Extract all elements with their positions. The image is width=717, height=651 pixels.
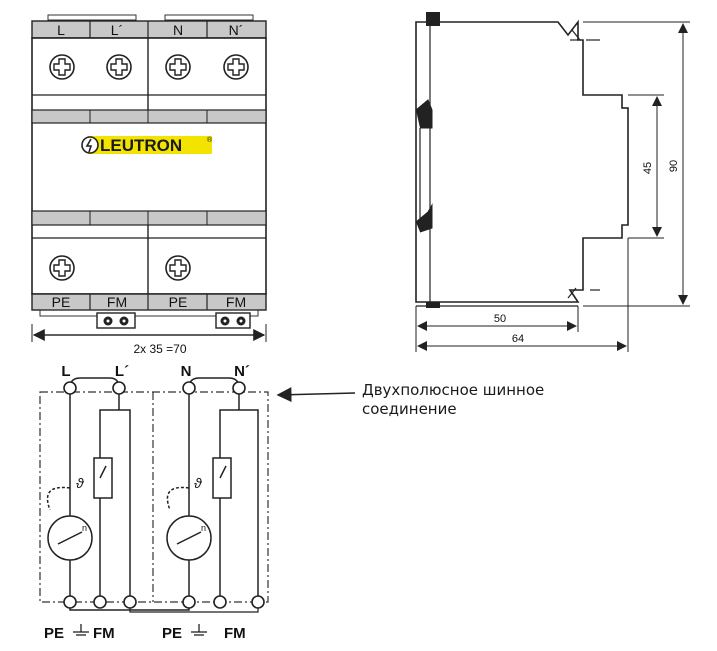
screw-icon — [165, 54, 191, 80]
schematic-label-L: L — [61, 363, 70, 380]
callout-line-2: соединение — [362, 400, 457, 418]
wiring-schematic: L L´ N N´ — [39, 363, 269, 642]
terminal-label-FM: FM — [107, 294, 127, 310]
terminal-label-L: L — [57, 22, 65, 38]
dimension-64-label: 64 — [512, 333, 524, 345]
brand-name: LEUTRON — [100, 136, 182, 155]
varistor-n-label: n — [82, 523, 87, 533]
terminal-label-PE: PE — [52, 294, 71, 310]
dimension-50-label: 50 — [494, 313, 506, 325]
screw-icon — [165, 255, 191, 281]
leutron-logo: LEUTRON ® — [81, 136, 213, 155]
theta-symbol: ϑ — [76, 475, 85, 491]
terminal-label-PE: PE — [169, 294, 188, 310]
schematic-label-PE: PE — [162, 625, 182, 642]
varistor-n-label: n — [201, 523, 206, 533]
terminal-label-FM: FM — [226, 294, 246, 310]
remote-contact-plug — [96, 312, 136, 329]
ground-icon — [191, 624, 207, 636]
bus-connection-callout: Двухполюсное шинное соединение — [276, 381, 544, 418]
brand-mark: ® — [207, 136, 213, 144]
schematic-label-FM: FM — [93, 625, 115, 642]
screw-icon — [106, 54, 132, 80]
screw-icon — [49, 255, 75, 281]
width-dimension-label: 2x 35 =70 — [133, 342, 186, 356]
schematic-label-FM: FM — [224, 625, 246, 642]
schematic-label-PE: PE — [44, 625, 64, 642]
terminal-label-N-prime: N´ — [229, 22, 244, 38]
schematic-label-N-prime: N´ — [234, 363, 250, 380]
schematic-label-N: N — [181, 363, 192, 380]
dimension-90-label: 90 — [668, 160, 680, 172]
schematic-label-L-prime: L´ — [115, 363, 129, 380]
front-view: L L´ N N´ LEUTRON ® — [31, 14, 267, 356]
screw-icon — [49, 54, 75, 80]
terminal-label-N: N — [173, 22, 183, 38]
side-view-dimensions — [415, 21, 690, 352]
screw-icon — [223, 54, 249, 80]
terminal-label-L-prime: L´ — [111, 22, 123, 38]
theta-symbol: ϑ — [194, 475, 203, 491]
remote-contact-plug — [215, 312, 251, 329]
callout-line-1: Двухполюсное шинное — [362, 381, 544, 399]
ground-icon — [73, 624, 89, 636]
side-view — [415, 12, 629, 308]
dimension-45-label: 45 — [642, 162, 654, 174]
